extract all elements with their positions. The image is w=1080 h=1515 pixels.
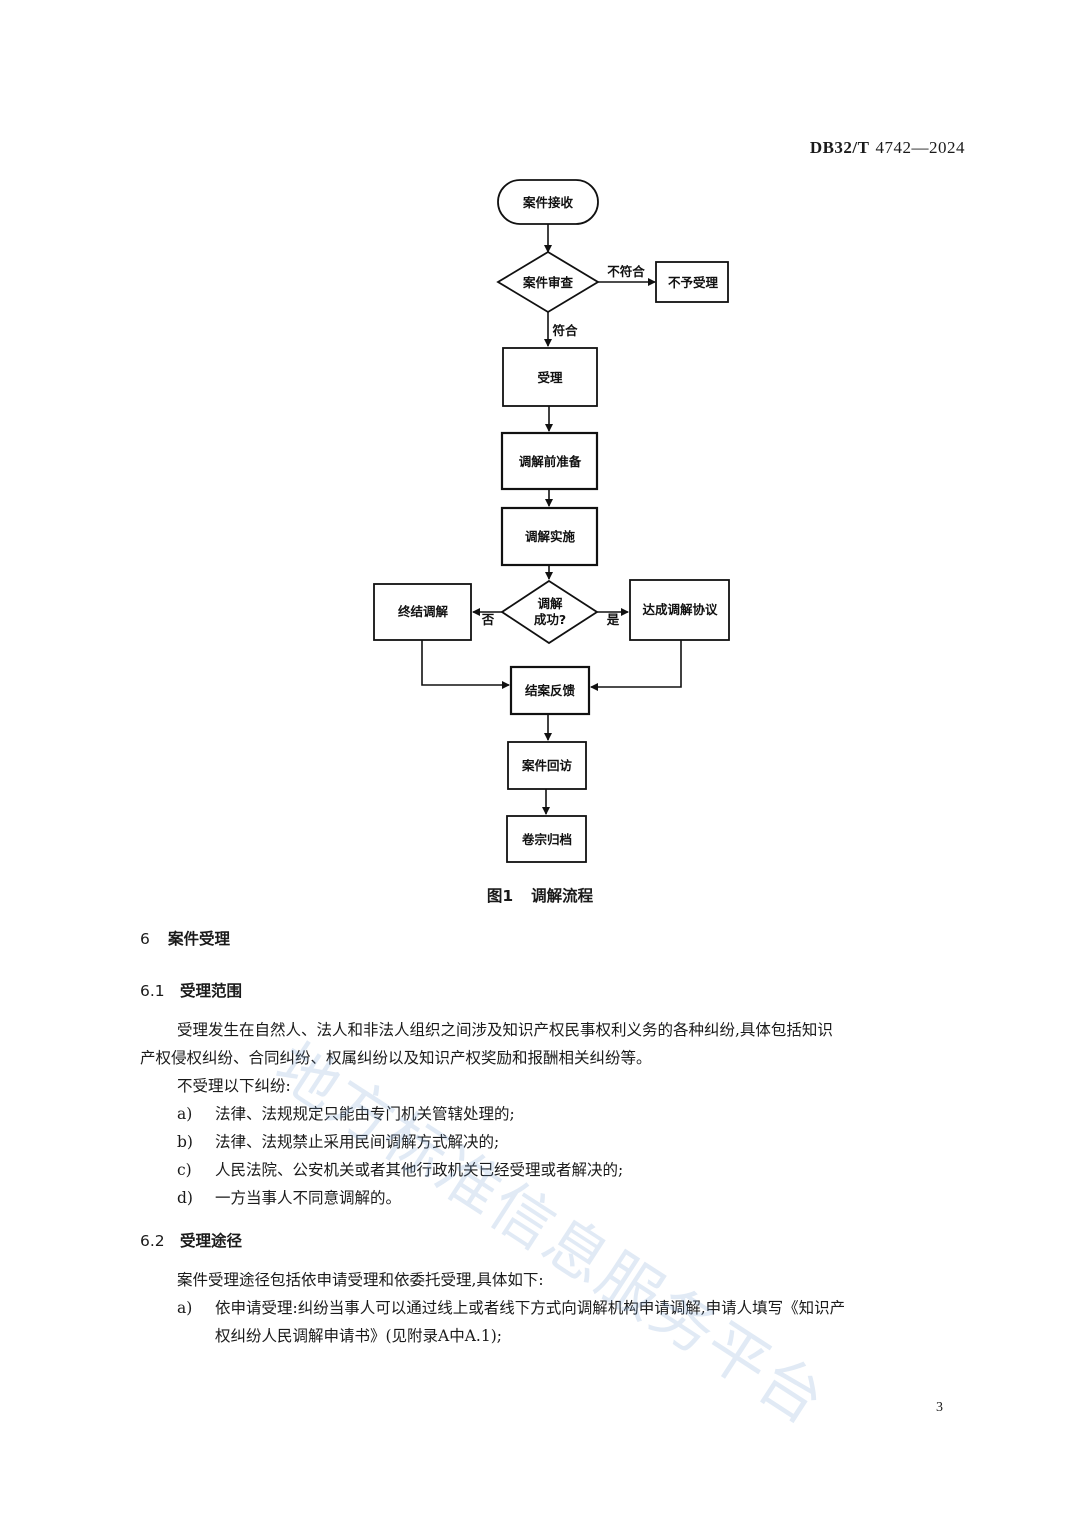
node-success-decision <box>500 579 599 645</box>
edge-label-no: 否 <box>481 612 495 627</box>
node-agreement <box>629 579 730 641</box>
edge-label-not-qualified: 不符合 <box>607 264 645 279</box>
channel-item-a: a) 依申请受理:纠纷当事人可以通过线上或者线下方式向调解机构申请调解,申请人填写… <box>177 1294 845 1322</box>
item-text: 一方当事人不同意调解的。 <box>215 1189 402 1207</box>
node-archive <box>506 815 587 863</box>
not-accept-item-b: b) 法律、法规禁止采用民间调解方式解决的; <box>177 1128 499 1156</box>
section-6-number: 6 <box>140 930 150 948</box>
node-reject <box>655 261 729 303</box>
not-accept-item-c: c) 人民法院、公安机关或者其他行政机关已经受理或者解决的; <box>177 1156 623 1184</box>
channel-item-a-line-2: 权纠纷人民调解申请书》(见附录A中A.1); <box>215 1327 502 1345</box>
scope-paragraph-line-1: 受理发生在自然人、法人和非法人组织之间涉及知识产权民事权利义务的各种纠纷,具体包… <box>177 1021 833 1039</box>
node-review-label: 案件审查 <box>522 275 574 290</box>
edge-agreement-feedback <box>590 640 682 691</box>
node-revisit <box>507 741 587 790</box>
node-implement-label: 调解实施 <box>525 529 576 544</box>
figure-caption: 图1 调解流程 <box>0 884 1080 906</box>
edge-label-yes: 是 <box>606 612 620 627</box>
section-6-2-title: 受理途径 <box>180 1232 243 1250</box>
node-receive <box>497 179 599 225</box>
not-accept-intro: 不受理以下纠纷: <box>177 1077 291 1095</box>
mediation-flowchart: 案件接收 案件审查 不予受理 受理 调解前准备 调解实施 调解 成功? 终结调解… <box>373 179 730 863</box>
node-accept <box>502 347 598 407</box>
node-feedback <box>509 665 591 716</box>
item-text: 法律、法规禁止采用民间调解方式解决的; <box>215 1133 500 1151</box>
edge-label-qualified: 符合 <box>552 323 578 338</box>
document-code: DB32/T 4742—2024 <box>810 138 965 158</box>
node-implement <box>500 506 599 567</box>
node-revisit-label: 案件回访 <box>521 758 573 773</box>
node-terminate <box>373 583 472 641</box>
section-6-heading: 6 案件受理 <box>140 927 230 949</box>
node-review <box>496 250 600 314</box>
section-6-2-heading: 6.2 受理途径 <box>140 1229 242 1251</box>
item-label: c) <box>177 1161 192 1179</box>
section-6-title: 案件受理 <box>168 930 231 948</box>
item-label: a) <box>177 1299 193 1317</box>
channel-intro: 案件受理途径包括依申请受理和依委托受理,具体如下: <box>177 1271 544 1289</box>
watermark: 地方标准信息服务平台 <box>262 1029 839 1439</box>
section-6-1-heading: 6.1 受理范围 <box>140 979 242 1001</box>
node-reject-label: 不予受理 <box>668 275 719 290</box>
item-text: 法律、法规规定只能由专门机关管辖处理的; <box>215 1105 515 1123</box>
section-6-1-title: 受理范围 <box>180 982 243 1000</box>
item-label: a) <box>177 1105 193 1123</box>
page-number: 3 <box>936 1400 943 1415</box>
node-success-label-1: 调解 <box>537 596 563 611</box>
node-prepare-label: 调解前准备 <box>519 454 582 469</box>
item-text: 人民法院、公安机关或者其他行政机关已经受理或者解决的; <box>215 1161 624 1179</box>
scope-paragraph-line-2: 产权侵权纠纷、合同纠纷、权属纠纷以及知识产权奖励和报酬相关纠纷等。 <box>140 1049 652 1067</box>
node-terminate-label: 终结调解 <box>398 604 449 619</box>
node-agreement-label: 达成调解协议 <box>642 602 718 617</box>
node-feedback-label: 结案反馈 <box>525 683 576 698</box>
section-6-1-number: 6.1 <box>140 982 165 1000</box>
document-code-number: 4742—2024 <box>875 138 965 157</box>
not-accept-item-d: d) 一方当事人不同意调解的。 <box>177 1184 401 1212</box>
figure-title: 调解流程 <box>531 887 594 905</box>
node-archive-label: 卷宗归档 <box>521 832 572 847</box>
node-success-label-2: 成功? <box>534 612 566 627</box>
node-receive-label: 案件接收 <box>522 195 574 210</box>
item-label: b) <box>177 1133 193 1151</box>
figure-label: 图1 <box>486 887 514 905</box>
edge-terminate-feedback <box>421 640 510 689</box>
item-text: 依申请受理:纠纷当事人可以通过线上或者线下方式向调解机构申请调解,申请人填写《知… <box>215 1299 846 1317</box>
node-prepare <box>500 431 599 491</box>
node-accept-label: 受理 <box>537 370 563 385</box>
not-accept-item-a: a) 法律、法规规定只能由专门机关管辖处理的; <box>177 1100 515 1128</box>
item-label: d) <box>177 1189 193 1207</box>
document-code-prefix: DB32/T <box>809 138 870 157</box>
section-6-2-number: 6.2 <box>140 1232 165 1250</box>
